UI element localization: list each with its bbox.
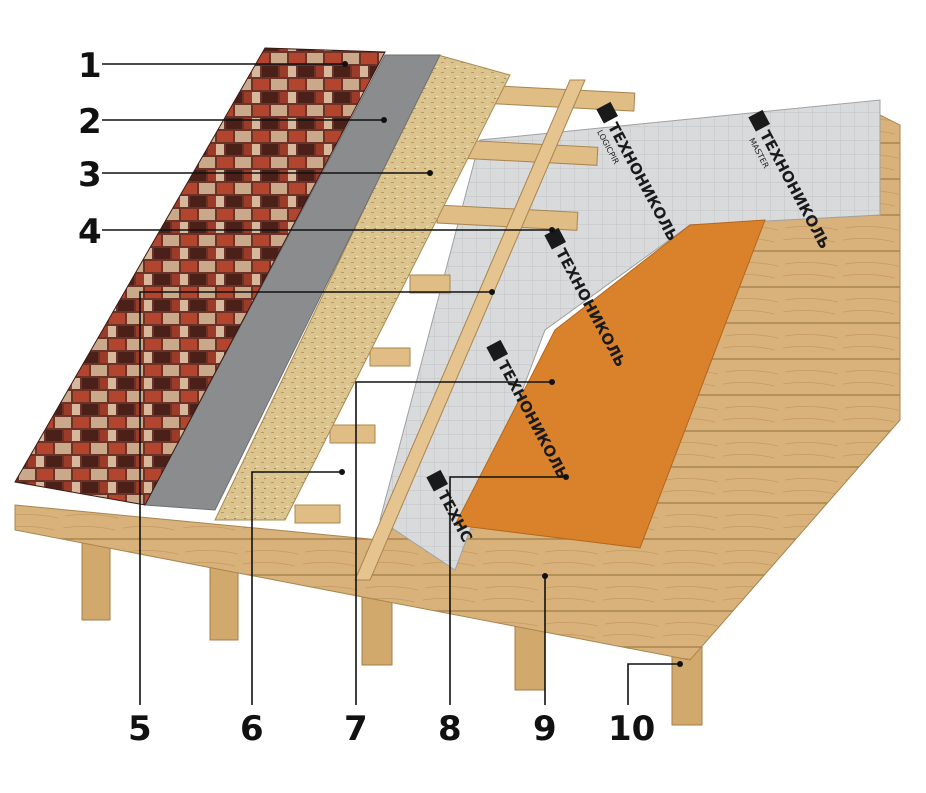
- callout-10: 10: [608, 709, 655, 749]
- leader-dot: [549, 379, 555, 385]
- leader-line-10: [627, 663, 680, 705]
- batten: [294, 504, 341, 524]
- callout-9: 9: [533, 709, 557, 749]
- leader-dot: [427, 170, 433, 176]
- leader-dot: [549, 227, 555, 233]
- callout-1: 1: [78, 46, 102, 86]
- batten: [369, 347, 411, 367]
- battens: [294, 79, 636, 581]
- leader-lines: [102, 63, 680, 705]
- batten: [329, 424, 376, 444]
- callout-8: 8: [438, 709, 462, 749]
- brand-logo-box: [748, 109, 770, 132]
- leader-dot: [489, 289, 495, 295]
- callout-5: 5: [128, 709, 152, 749]
- callout-3: 3: [78, 155, 102, 195]
- vapor-barrier-membrane: [454, 219, 766, 549]
- leader-dot: [381, 117, 387, 123]
- leader-dot: [342, 61, 348, 67]
- counter-batten: [354, 79, 586, 581]
- callout-7: 7: [344, 709, 368, 749]
- leader-dot: [677, 661, 683, 667]
- batten: [409, 274, 451, 294]
- brand-logo-box: [596, 101, 618, 124]
- brand-logo-box: [486, 339, 508, 362]
- leader-line-5: [139, 291, 492, 705]
- callout-2: 2: [78, 102, 102, 142]
- brand-logo-box: [544, 227, 566, 250]
- leader-dot: [542, 573, 548, 579]
- leader-line-6: [251, 471, 342, 705]
- leader-line-7: [355, 381, 552, 705]
- leader-dot: [339, 469, 345, 475]
- leader-line-8: [449, 476, 566, 705]
- callout-numbers: 1 2 3 4 5 6 7 8 9 10: [78, 46, 655, 749]
- bitumen-shingles: [14, 47, 386, 506]
- brand-logo-box: [426, 469, 448, 492]
- callout-6: 6: [240, 709, 264, 749]
- callout-4: 4: [78, 212, 102, 252]
- osb-sheathing: [214, 54, 511, 521]
- leader-dot: [563, 474, 569, 480]
- leader-dots: [339, 61, 683, 667]
